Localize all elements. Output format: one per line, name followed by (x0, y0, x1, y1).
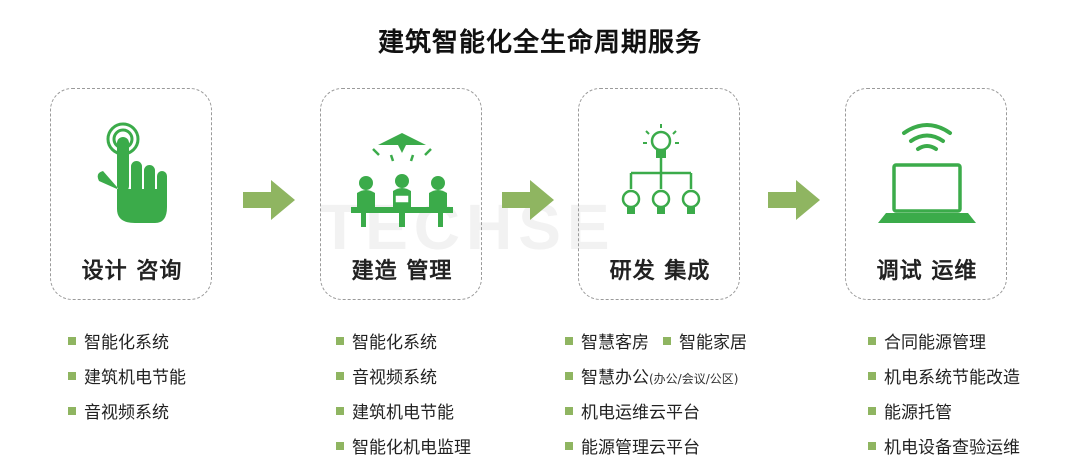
bullet-icon (663, 337, 671, 345)
hand-touch-icon (97, 122, 167, 223)
stage-card-ops: 调试 运维 (845, 88, 1007, 300)
bullet-icon (868, 442, 876, 450)
bullet-icon (336, 337, 344, 345)
stage-card-build: 建造 管理 (320, 88, 482, 300)
bulb-network-icon (621, 124, 701, 214)
list-item: 机电设备查验运维 (868, 435, 1020, 470)
arrow-right-icon (243, 180, 295, 220)
stage-card-rd: 研发 集成 (578, 88, 740, 300)
arrow-right-icon (768, 180, 820, 220)
list-item: 建筑机电节能 (68, 365, 186, 400)
stage-label: 设计 咨询 (81, 259, 183, 284)
arrow-right-icon (502, 180, 554, 220)
bullet-icon (68, 407, 76, 415)
stage-label: 研发 集成 (609, 259, 711, 284)
service-list-rd: 智慧客房智能家居 智慧办公(办公/会议/公区) 机电运维云平台 能源管理云平台 (565, 330, 747, 470)
bullet-icon (565, 442, 573, 450)
list-item: 机电运维云平台 (565, 400, 747, 435)
service-list-build: 智能化系统 音视频系统 建筑机电节能 智能化机电监理 (336, 330, 471, 470)
list-item: 建筑机电节能 (336, 400, 471, 435)
list-item: 合同能源管理 (868, 330, 1020, 365)
bullet-icon (868, 372, 876, 380)
meeting-table-icon (351, 133, 453, 227)
service-list-ops: 合同能源管理 机电系统节能改造 能源托管 机电设备查验运维 (868, 330, 1020, 470)
list-item: 智能化系统 (336, 330, 471, 365)
laptop-wifi-icon (878, 123, 976, 223)
bullet-icon (565, 337, 573, 345)
list-item: 能源托管 (868, 400, 1020, 435)
bullet-icon (868, 407, 876, 415)
list-item: 音视频系统 (336, 365, 471, 400)
list-item: 机电系统节能改造 (868, 365, 1020, 400)
list-item: 智能化系统 (68, 330, 186, 365)
page-title: 建筑智能化全生命周期服务 (377, 28, 702, 58)
bullet-icon (868, 337, 876, 345)
bullet-icon (68, 372, 76, 380)
list-item: 音视频系统 (68, 400, 186, 435)
bullet-icon (336, 372, 344, 380)
stage-label: 调试 运维 (876, 259, 978, 284)
bullet-icon (336, 407, 344, 415)
stage-card-design: 设计 咨询 (50, 88, 212, 300)
list-item: 智慧客房智能家居 (565, 330, 747, 365)
bullet-icon (565, 407, 573, 415)
service-list-design: 智能化系统 建筑机电节能 音视频系统 (68, 330, 186, 435)
list-item: 智能化机电监理 (336, 435, 471, 470)
bullet-icon (336, 442, 344, 450)
stage-label: 建造 管理 (351, 259, 453, 284)
bullet-icon (565, 372, 573, 380)
list-item: 能源管理云平台 (565, 435, 747, 470)
bullet-icon (68, 337, 76, 345)
list-item: 智慧办公(办公/会议/公区) (565, 365, 747, 400)
